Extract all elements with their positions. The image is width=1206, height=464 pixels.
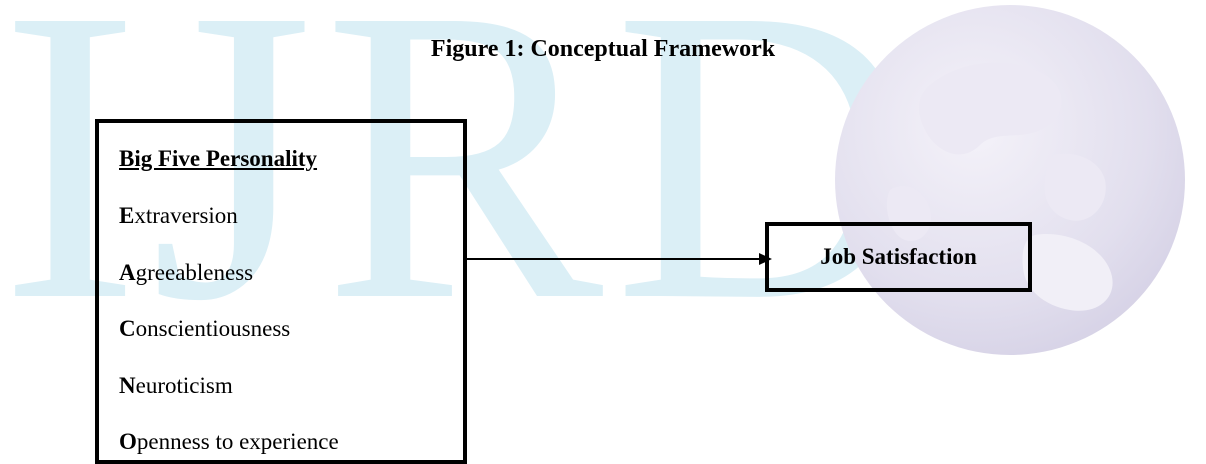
trait-initial: C [119,316,136,341]
trait-rest: penness to experience [136,429,339,454]
trait-item-extraversion: Extraversion [119,203,238,229]
trait-rest: xtraversion [134,203,238,228]
box-heading: Big Five Personality [119,146,318,171]
trait-rest: greeableness [135,260,254,285]
trait-rest: onscientiousness [135,316,291,341]
trait-item-agreeableness: Agreeableness [119,260,253,286]
trait-initial: E [119,203,135,228]
trait-rest: euroticism [135,373,233,398]
connector-arrow [467,253,772,265]
figure-title: Figure 1: Conceptual Framework [430,36,776,62]
trait-item-neuroticism: Neuroticism [119,373,233,399]
box-label: Job Satisfaction [820,244,977,269]
trait-item-openness: Openness to experience [119,429,339,455]
job-satisfaction-box: Job Satisfaction [765,222,1032,292]
trait-initial: A [119,260,136,285]
trait-initial: N [119,373,136,398]
trait-item-conscientiousness: Conscientiousness [119,316,290,342]
big-five-personality-box: Big Five Personality Extraversion Agreea… [95,119,467,464]
trait-initial: O [119,429,137,454]
